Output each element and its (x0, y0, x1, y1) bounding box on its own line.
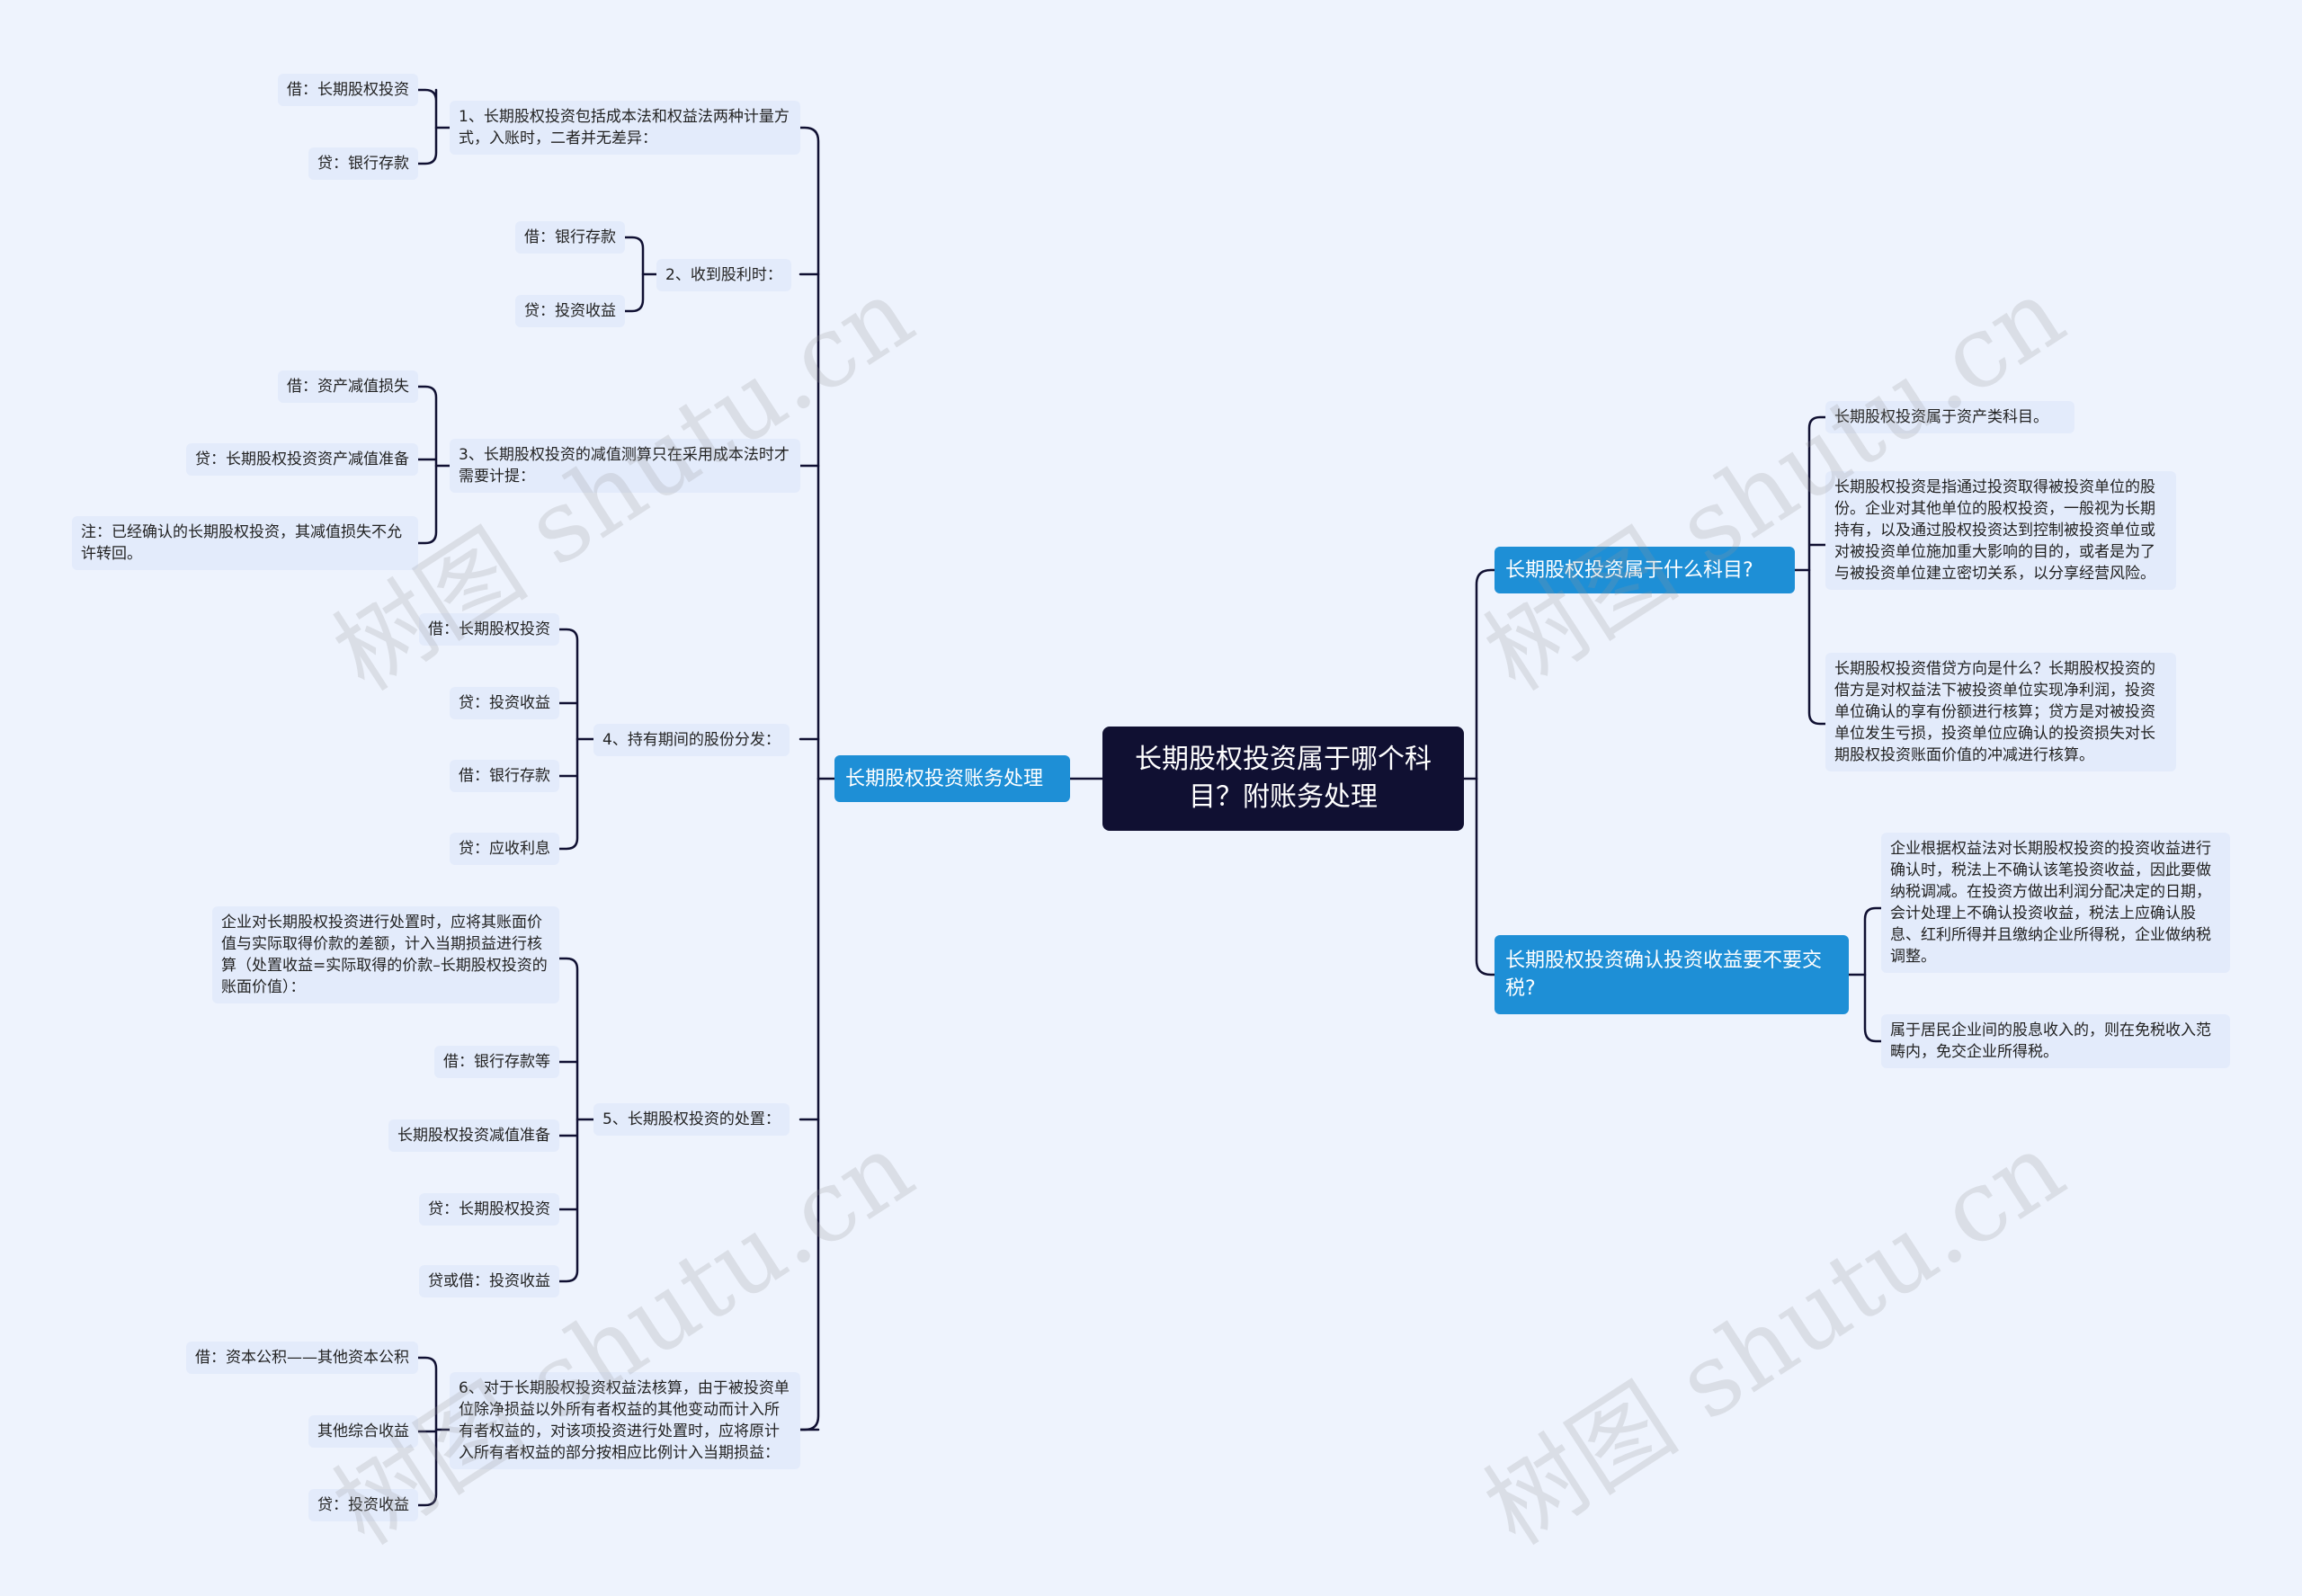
left-item-5-child-4[interactable]: 贷：长期股权投资 (419, 1193, 559, 1226)
right-2-child-1[interactable]: 企业根据权益法对长期股权投资的投资收益进行确认时，税法上不确认该笔投资收益，因此… (1881, 833, 2230, 973)
leaf-label: 贷：投资收益 (459, 694, 550, 712)
leaf-label: 长期股权投资借贷方向是什么？长期股权投资的借方是对权益法下被投资单位实现净利润，… (1834, 660, 2155, 764)
left-item-5-label: 5、长期股权投资的处置： (602, 1110, 781, 1128)
left-item-2-child-1[interactable]: 借：银行存款 (515, 221, 625, 254)
root-topic-label: 长期股权投资属于哪个科目？附账务处理 (1135, 744, 1432, 813)
leaf-label: 贷：投资收益 (524, 302, 616, 320)
leaf-label: 企业根据权益法对长期股权投资的投资收益进行确认时，税法上不确认该笔投资收益，因此… (1890, 840, 2211, 966)
leaf-label: 借：长期股权投资 (428, 620, 550, 638)
branch-accounting[interactable]: 长期股权投资账务处理 (834, 755, 1070, 802)
left-item-6-label: 6、对于长期股权投资权益法核算，由于被投资单位除净损益以外所有者权益的其他变动而… (459, 1379, 790, 1462)
leaf-label: 借：银行存款 (459, 767, 550, 785)
leaf-label: 长期股权投资是指通过投资取得被投资单位的股份。企业对其他单位的股权投资，一般视为… (1834, 478, 2155, 583)
right-1-child-2[interactable]: 长期股权投资是指通过投资取得被投资单位的股份。企业对其他单位的股权投资，一般视为… (1825, 471, 2176, 590)
left-item-6-child-1[interactable]: 借：资本公积——其他资本公积 (186, 1342, 418, 1374)
right-2-child-2[interactable]: 属于居民企业间的股息收入的，则在免税收入范畴内，免交企业所得税。 (1881, 1014, 2230, 1068)
left-item-5-child-5[interactable]: 贷或借：投资收益 (419, 1265, 559, 1297)
left-item-1[interactable]: 1、长期股权投资包括成本法和权益法两种计量方式，入账时，二者并无差异： (450, 101, 800, 155)
leaf-label: 企业对长期股权投资进行处置时，应将其账面价值与实际取得价款的差额，计入当期损益进… (221, 914, 548, 996)
left-item-4-child-1[interactable]: 借：长期股权投资 (419, 613, 559, 646)
left-item-5-child-3[interactable]: 长期股权投资减值准备 (388, 1119, 559, 1152)
left-item-3-child-2[interactable]: 贷：长期股权投资资产减值准备 (186, 443, 418, 476)
left-item-1-child-1[interactable]: 借：长期股权投资 (278, 74, 418, 106)
leaf-label: 借：银行存款等 (443, 1053, 550, 1071)
left-item-6-child-2[interactable]: 其他综合收益 (308, 1415, 418, 1448)
branch-accounting-label: 长期股权投资账务处理 (845, 767, 1044, 790)
left-item-4-child-4[interactable]: 贷：应收利息 (450, 833, 559, 865)
left-item-2[interactable]: 2、收到股利时： (656, 259, 791, 291)
leaf-label: 贷或借：投资收益 (428, 1272, 550, 1290)
leaf-label: 贷：银行存款 (317, 155, 409, 173)
branch-which-account[interactable]: 长期股权投资属于什么科目? (1495, 547, 1795, 593)
leaf-label: 借：资产减值损失 (287, 378, 409, 396)
left-item-3-child-3[interactable]: 注：已经确认的长期股权投资，其减值损失不允许转回。 (72, 516, 418, 570)
left-item-3-label: 3、长期股权投资的减值测算只在采用成本法时才需要计提： (459, 446, 790, 486)
branch-which-account-label: 长期股权投资属于什么科目? (1505, 558, 1753, 582)
left-item-3[interactable]: 3、长期股权投资的减值测算只在采用成本法时才需要计提： (450, 439, 800, 493)
left-item-4-child-3[interactable]: 借：银行存款 (450, 760, 559, 792)
root-topic[interactable]: 长期股权投资属于哪个科目？附账务处理 (1102, 727, 1464, 831)
left-item-4[interactable]: 4、持有期间的股份分发： (593, 724, 790, 756)
leaf-label: 注：已经确认的长期股权投资，其减值损失不允许转回。 (81, 523, 402, 563)
left-item-6-child-3[interactable]: 贷：投资收益 (308, 1489, 418, 1521)
right-1-child-1[interactable]: 长期股权投资属于资产类科目。 (1825, 401, 2074, 433)
left-item-1-child-2[interactable]: 贷：银行存款 (308, 147, 418, 180)
branch-tax-label: 长期股权投资确认投资收益要不要交税? (1505, 950, 1823, 1000)
trunk-left (799, 777, 820, 1431)
left-item-5[interactable]: 5、长期股权投资的处置： (593, 1103, 790, 1136)
leaf-label: 贷：长期股权投资资产减值准备 (195, 450, 409, 468)
left-item-3-child-1[interactable]: 借：资产减值损失 (278, 370, 418, 403)
left-item-4-child-2[interactable]: 贷：投资收益 (450, 687, 559, 719)
leaf-label: 贷：投资收益 (317, 1496, 409, 1514)
left-item-2-label: 2、收到股利时： (665, 266, 782, 284)
left-item-4-label: 4、持有期间的股份分发： (602, 731, 781, 749)
leaf-label: 借：银行存款 (524, 228, 616, 246)
left-item-1-label: 1、长期股权投资包括成本法和权益法两种计量方式，入账时，二者并无差异： (459, 108, 790, 147)
left-item-2-child-2[interactable]: 贷：投资收益 (515, 295, 625, 327)
leaf-label: 贷：长期股权投资 (428, 1200, 550, 1218)
leaf-label: 长期股权投资减值准备 (397, 1127, 550, 1145)
leaf-label: 其他综合收益 (317, 1422, 409, 1440)
leaf-label: 长期股权投资属于资产类科目。 (1834, 408, 2048, 426)
left-item-5-child-1[interactable]: 企业对长期股权投资进行处置时，应将其账面价值与实际取得价款的差额，计入当期损益进… (212, 906, 559, 1003)
branch-tax[interactable]: 长期股权投资确认投资收益要不要交税? (1495, 935, 1849, 1014)
left-item-6[interactable]: 6、对于长期股权投资权益法核算，由于被投资单位除净损益以外所有者权益的其他变动而… (450, 1372, 800, 1469)
leaf-label: 借：资本公积——其他资本公积 (195, 1349, 409, 1367)
leaf-label: 贷：应收利息 (459, 840, 550, 858)
leaf-label: 借：长期股权投资 (287, 81, 409, 99)
right-1-child-3[interactable]: 长期股权投资借贷方向是什么？长期股权投资的借方是对权益法下被投资单位实现净利润，… (1825, 653, 2176, 771)
leaf-label: 属于居民企业间的股息收入的，则在免税收入范畴内，免交企业所得税。 (1890, 1021, 2211, 1061)
left-item-5-child-2[interactable]: 借：银行存款等 (434, 1046, 559, 1078)
